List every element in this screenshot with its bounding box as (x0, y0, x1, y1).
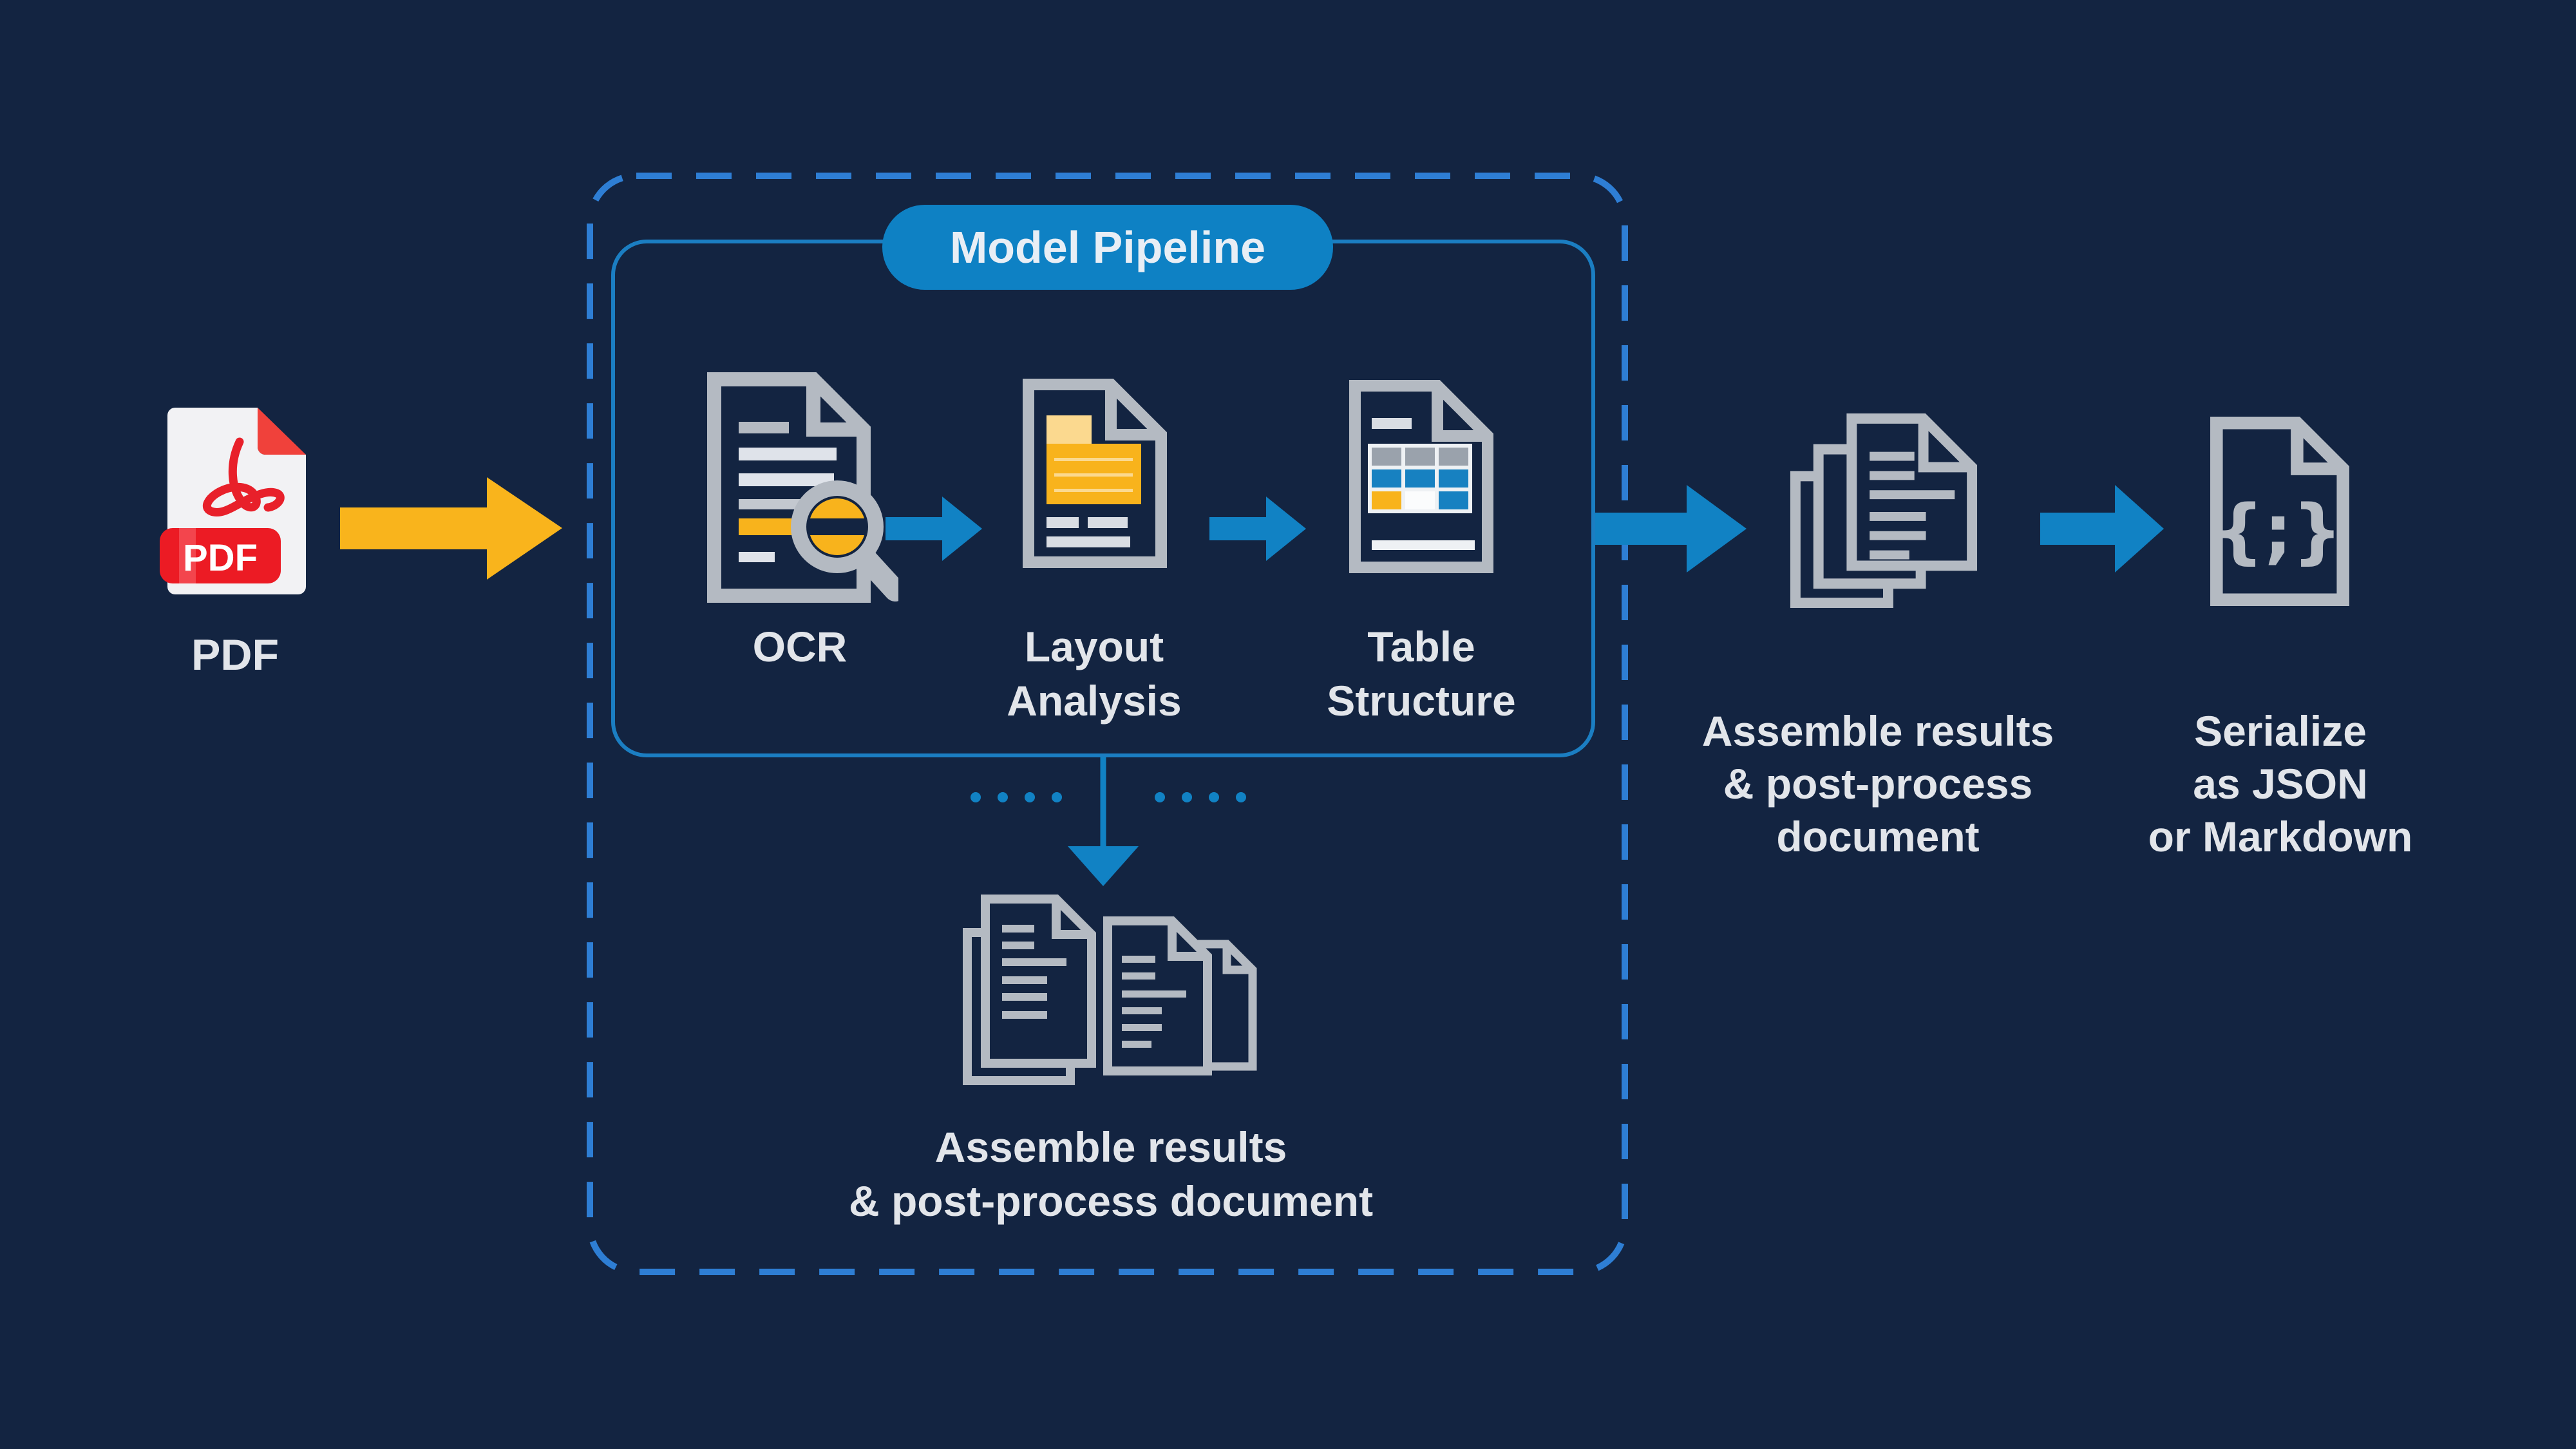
input-arrow (340, 477, 562, 580)
down-arrowhead (1068, 846, 1139, 886)
pdf-folded-corner (258, 408, 306, 455)
label-line: Table (1367, 623, 1475, 670)
table-structure-label: Table Structure (1293, 620, 1550, 728)
serialize-label: Serialize as JSON or Markdown (2087, 705, 2474, 863)
label-line: Layout (1024, 623, 1164, 670)
assemble-postprocess-label: Assemble results & post-process document (789, 1120, 1433, 1228)
result-docs-icon (1790, 413, 1978, 608)
layout-analysis-icon (1023, 379, 1167, 568)
label-line: OCR (752, 623, 848, 670)
braces-glyph: {;} (2214, 489, 2343, 572)
pipeline-outer-dashed-box (587, 173, 1628, 1275)
stage-arrow-1 (886, 497, 982, 561)
json-file-icon: {;} (2210, 416, 2349, 607)
acrobat-logo (202, 437, 285, 516)
serialize-arrow (2040, 485, 2164, 573)
label-line: or Markdown (2148, 813, 2413, 860)
label-line: & post-process document (848, 1177, 1374, 1225)
label-line: Serialize (2194, 707, 2367, 755)
assemble-results-label: Assemble results & post-process document (1685, 705, 2071, 863)
table-structure-icon (1349, 380, 1493, 573)
label-line: Assemble results (1701, 707, 2054, 755)
pdf-badge-stripe (179, 528, 196, 583)
pdf-caption: PDF (191, 630, 279, 679)
pipeline-title-pill: Model Pipeline (882, 205, 1333, 290)
ocr-label: OCR (671, 620, 929, 674)
label-line: Analysis (1007, 677, 1182, 724)
pdf-badge-label: PDF (183, 537, 258, 579)
dotted-branch-connector (971, 756, 1246, 886)
pdf-file-icon: PDF (160, 408, 306, 594)
label-line: Assemble results (934, 1123, 1287, 1171)
output-arrow (1595, 485, 1747, 573)
label-line: as JSON (2193, 760, 2368, 808)
assembled-docs-icon (963, 895, 1257, 1085)
label-line: Structure (1327, 677, 1516, 724)
label-line: & post-process (1723, 760, 2033, 808)
layout-analysis-label: Layout Analysis (965, 620, 1223, 728)
ocr-icon (707, 372, 898, 603)
label-line: document (1776, 813, 1980, 860)
stage-arrow-2 (1209, 497, 1306, 561)
